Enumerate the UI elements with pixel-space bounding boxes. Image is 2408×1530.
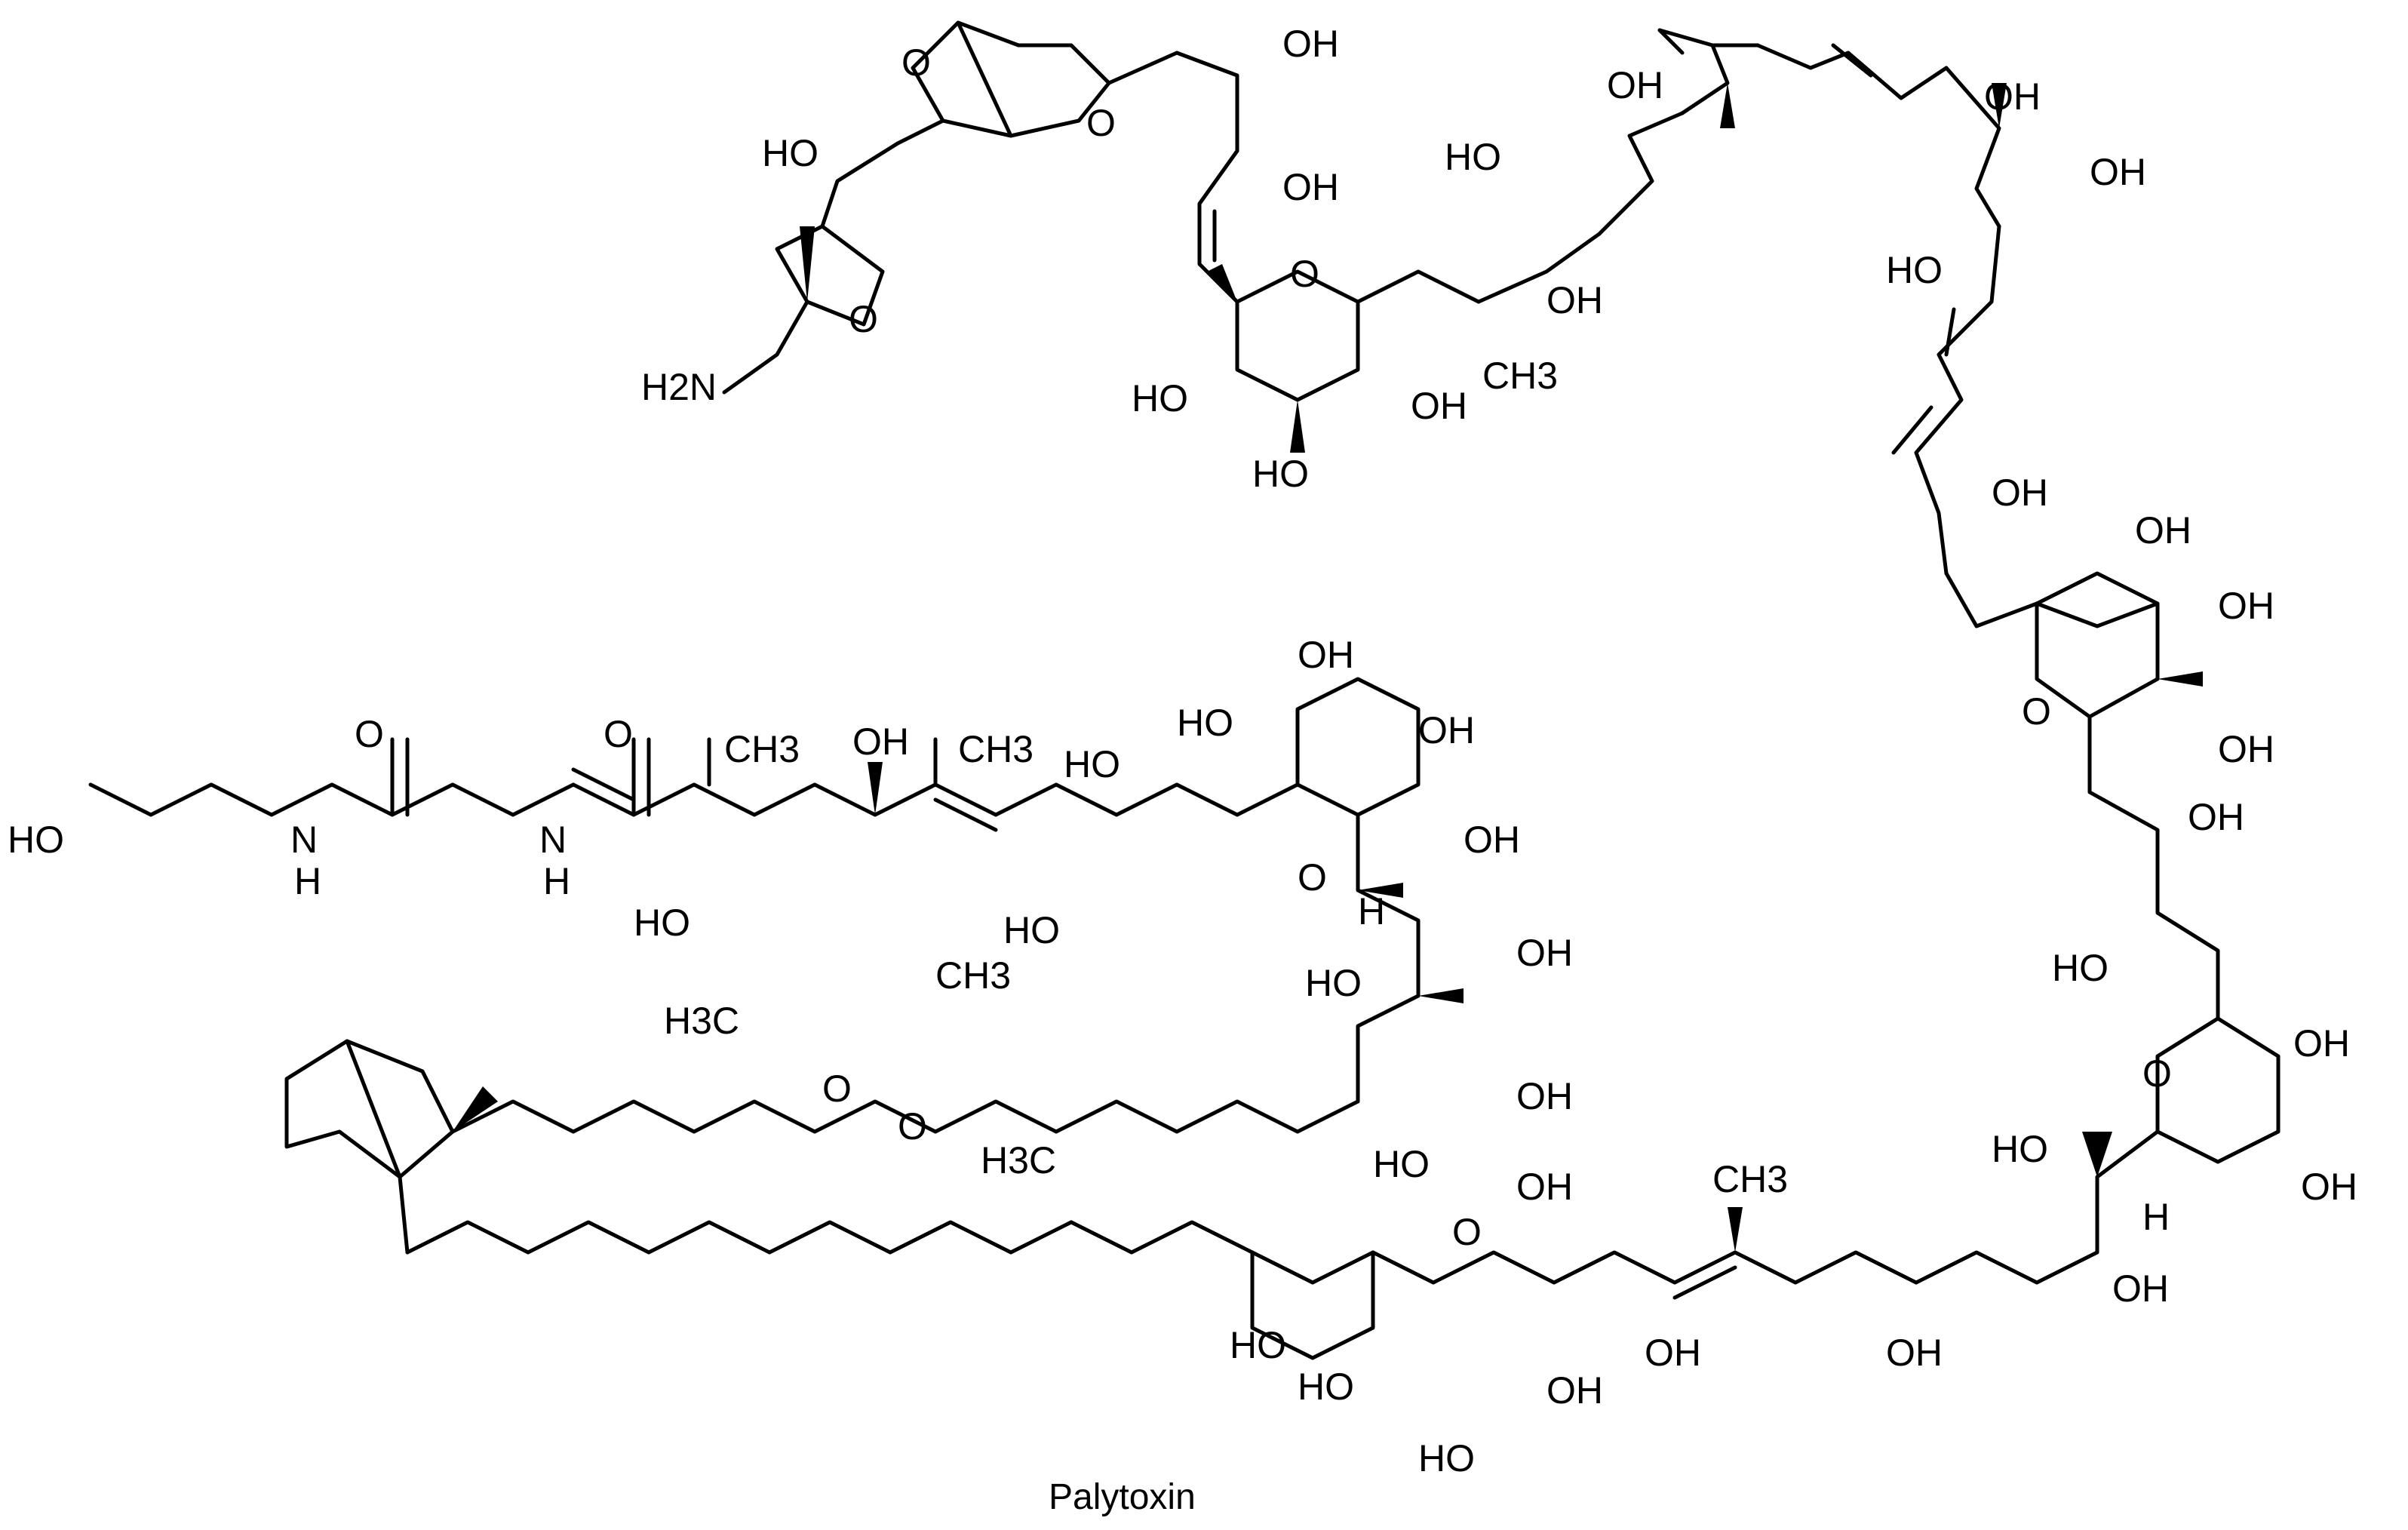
label-ho: HO	[1305, 962, 1362, 1004]
label-ch3: CH3	[724, 728, 800, 770]
label-oh: OH	[2112, 1267, 2169, 1310]
label-h3c: H3C	[981, 1139, 1056, 1181]
label-oh: OH	[2188, 796, 2244, 838]
label-oh: OH	[1886, 1332, 1943, 1374]
label-ho: HO	[1064, 743, 1120, 785]
label-oh: OH	[1516, 932, 1573, 974]
label-o: O	[901, 41, 931, 84]
label-ho: HO	[762, 132, 819, 174]
label-o: O	[1086, 102, 1116, 144]
label-o: O	[1298, 856, 1327, 899]
label-nh: N	[539, 819, 567, 861]
label-h: H	[543, 860, 570, 902]
label-ho: HO	[1445, 136, 1501, 178]
label-oh: OH	[1411, 385, 1467, 427]
atom-labels: H2N HO O O O OH OH O HO OH HO CH3 OH HO …	[8, 23, 2357, 1479]
label-ho: HO	[1177, 702, 1233, 744]
label-oh: OH	[1298, 634, 1354, 676]
label-o: O	[2142, 1052, 2172, 1095]
label-o: O	[849, 298, 878, 340]
label-oh: OH	[1645, 1332, 1701, 1374]
label-oh: OH	[1282, 23, 1339, 65]
label-ch3: CH3	[1482, 355, 1558, 397]
label-oh: OH	[1516, 1166, 1573, 1208]
label-o: O	[1452, 1211, 1482, 1253]
label-ho: HO	[2052, 947, 2109, 989]
label-oh: OH	[1464, 819, 1520, 861]
label-oh: OH	[2218, 585, 2274, 627]
label-oh: OH	[1516, 1075, 1573, 1117]
label-ho: HO	[1886, 249, 1943, 291]
label-oh: OH	[1546, 279, 1603, 321]
molecule-name-caption: Palytoxin	[1049, 1477, 1196, 1517]
label-oh: OH	[2135, 509, 2191, 551]
label-h: H	[2142, 1196, 2170, 1238]
label-oh: OH	[1607, 64, 1663, 106]
label-nh: N	[290, 819, 318, 861]
label-oh: OH	[2301, 1166, 2357, 1208]
label-oh: OH	[1992, 472, 2048, 514]
bond-skeleton	[88, 20, 2281, 1360]
label-oh: OH	[2293, 1022, 2350, 1065]
label-ho: HO	[1418, 1437, 1475, 1479]
label-oh: OH	[2090, 151, 2146, 193]
label-ch3: CH3	[958, 728, 1034, 770]
label-ho: HO	[8, 819, 64, 861]
label-h: H	[294, 860, 321, 902]
label-o: O	[2022, 690, 2051, 733]
label-ho: HO	[1298, 1366, 1354, 1408]
stereo-wedges	[453, 83, 2203, 1252]
label-o: O	[822, 1068, 852, 1110]
label-ch3: CH3	[935, 954, 1011, 997]
label-h2n: H2N	[641, 366, 717, 408]
label-ho: HO	[1373, 1143, 1430, 1185]
label-oh: OH	[2218, 728, 2274, 770]
label-o: O	[1290, 253, 1319, 295]
label-oh: OH	[1282, 166, 1339, 208]
label-oh: OH	[1418, 709, 1475, 751]
label-o: O	[355, 713, 384, 755]
label-oh: OH	[852, 720, 909, 763]
label-h3c: H3C	[664, 1000, 739, 1042]
label-ho: HO	[634, 902, 690, 944]
label-ho: HO	[1230, 1324, 1286, 1366]
label-o: O	[898, 1105, 927, 1148]
label-ch3: CH3	[1712, 1158, 1788, 1200]
label-ho: HO	[1132, 377, 1188, 419]
label-ho: HO	[1992, 1128, 2048, 1170]
label-oh: OH	[1546, 1369, 1603, 1412]
label-ho: HO	[1003, 909, 1060, 951]
label-h: H	[1358, 890, 1385, 932]
label-ho: HO	[1252, 453, 1309, 495]
label-o: O	[604, 713, 633, 755]
label-oh: OH	[1984, 75, 2041, 118]
